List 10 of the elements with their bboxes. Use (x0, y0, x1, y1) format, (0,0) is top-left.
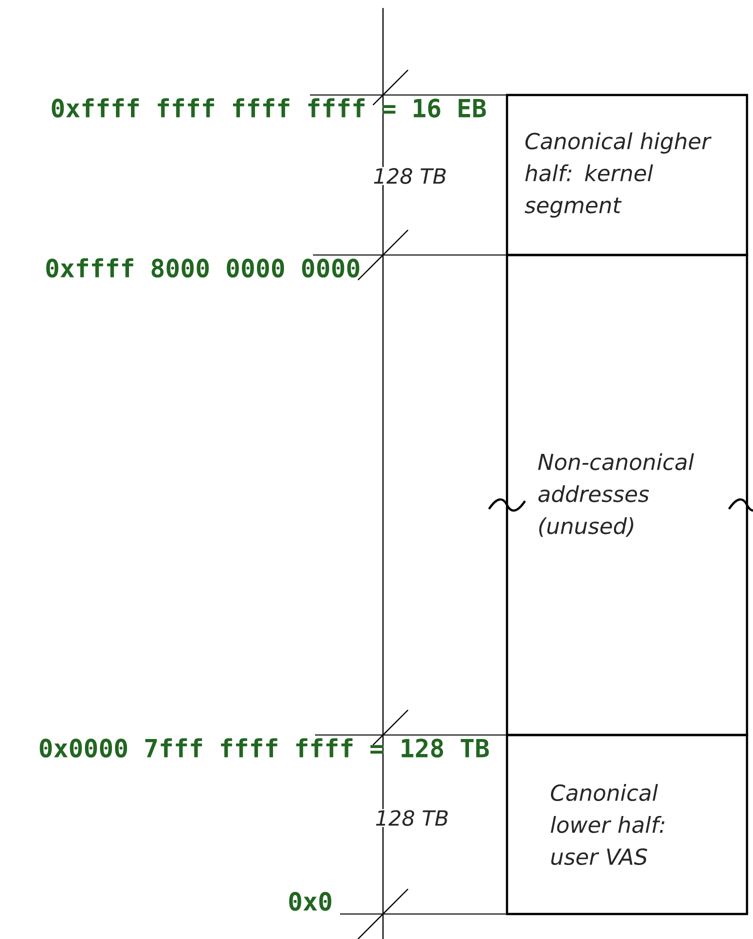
size-label: 128 TB (372, 167, 448, 185)
memory-region-box: Non-canonical addresses (unused) (506, 254, 748, 736)
tick-line (312, 254, 506, 256)
memory-region-box: Canonical higher half: kernel segment (506, 94, 748, 256)
size-label: 128 TB (374, 809, 450, 827)
tick-line (310, 94, 506, 96)
tick-line (314, 734, 506, 736)
address-label: 0xffff 8000 0000 0000 (46, 258, 360, 278)
address-label: 0x0 (289, 892, 332, 911)
memory-region-box: Canonical lower half: user VAS (506, 734, 748, 916)
